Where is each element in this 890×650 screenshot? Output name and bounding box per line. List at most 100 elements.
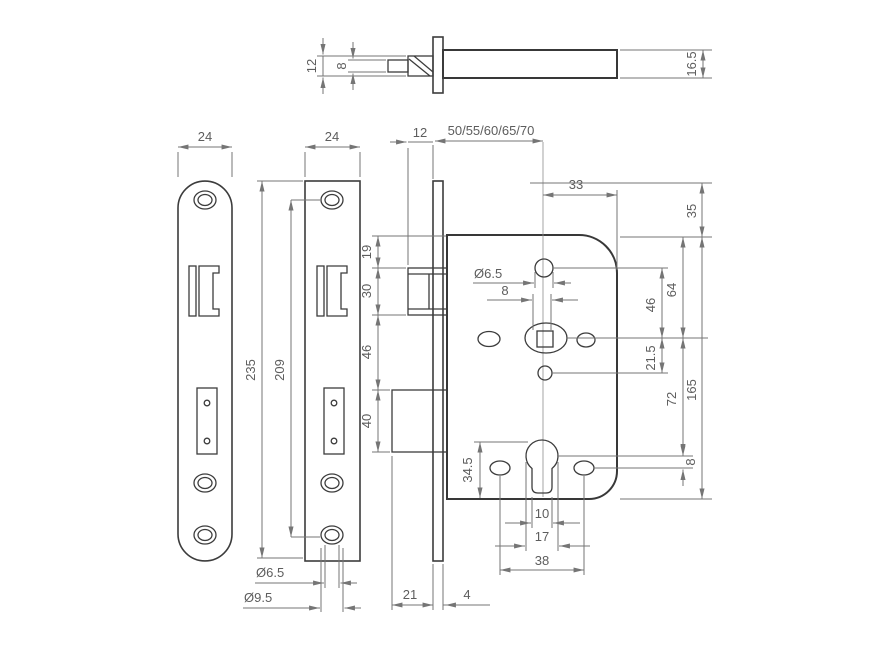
deadbolt-cutout [196,387,218,455]
dim-case-height: 165 [620,237,712,500]
latch-bolt-front [407,267,448,316]
spindle-square-hole [536,330,554,348]
latch-side-view: 12 8 16.5 [304,36,712,94]
svg-text:Ø9.5: Ø9.5 [244,590,272,605]
top-fixing-hole [534,258,554,278]
dim-countersink-dia: Ø9.5 [243,548,361,612]
dim-backset: 50/55/60/65/70 [435,123,543,144]
euro-cylinder-hole [525,439,559,494]
dim-side-hole-spacing: 38 [499,476,585,575]
cylinder-screw-hole-left [489,460,511,476]
spindle-follower [524,322,568,354]
lock-dimensions: 12 50/55/60/65/70 33 35 165 [359,123,712,610]
side-hole-right [576,332,596,348]
lower-fixing-hole [537,365,553,381]
svg-text:8: 8 [683,458,698,465]
dim-faceplate-top-offset: 35 [530,182,712,238]
svg-text:38: 38 [535,553,549,568]
svg-text:24: 24 [198,129,212,144]
latch-bevel-line [408,58,431,77]
dim-spindle-to-case-edge: 33 [543,177,618,270]
svg-text:21.5: 21.5 [643,345,658,370]
dim-latch-total-height: 12 [304,38,406,94]
lock-body-view [391,142,618,562]
cylinder-screw-hole-right [573,460,595,476]
dim-faceplate-width: 24 [304,129,361,177]
svg-text:19: 19 [359,245,374,259]
dim-strike-plate-width: 24 [177,129,233,177]
screw-hole [320,525,344,545]
dim-case-top-to-spindle: 64 [664,237,686,338]
svg-text:72: 72 [664,392,679,406]
dim-spindle-square: 8 [487,283,578,330]
svg-text:35: 35 [684,204,699,218]
svg-text:16.5: 16.5 [684,51,699,76]
svg-text:4: 4 [463,587,470,602]
latch-cutout [188,265,220,317]
dim-cylinder-to-side-hole: 8 [680,438,698,486]
svg-text:46: 46 [643,298,658,312]
screw-hole [320,473,344,493]
latch-head-flat [387,59,409,73]
svg-text:34.5: 34.5 [460,457,475,482]
latch-body-side [407,55,434,77]
dim-cylinder-dia: 17 [495,462,590,551]
svg-text:Ø6.5: Ø6.5 [256,565,284,580]
screw-hole-inner [197,193,213,207]
svg-text:17: 17 [535,529,549,544]
svg-text:30: 30 [359,284,374,298]
dim-spindle-to-cylinder: 72 [664,338,686,456]
faceplate-side [432,36,444,94]
side-hole-left [477,330,501,348]
svg-text:12: 12 [304,59,319,73]
lock-case-side [442,49,618,79]
screw-hole-inner [324,476,340,490]
svg-text:12: 12 [413,125,427,140]
dim-hole-to-spindle: 46 [643,268,665,338]
svg-text:40: 40 [359,414,374,428]
dim-left-chain: 19 30 46 40 [359,235,446,453]
dim-latch-protrusion: 12 [390,125,434,265]
svg-text:235: 235 [243,359,258,381]
svg-text:8: 8 [501,283,508,298]
svg-text:64: 64 [664,283,679,297]
dim-leader-lines [552,267,708,469]
latch-cutout [316,265,348,317]
deadbolt-cutout [323,387,345,455]
screw-hole [193,525,217,545]
screw-hole [320,190,344,210]
faceplate-front [432,180,444,562]
strike-plate-outline [177,180,233,562]
dim-cylinder-profile-height: 34.5 [460,441,528,498]
svg-text:Ø6.5: Ø6.5 [474,266,502,281]
screw-hole-inner [324,528,340,542]
dim-screw-hole-dia: Ø6.5 [255,545,357,588]
latch-bevel-line-2 [413,55,434,73]
svg-text:21: 21 [403,587,417,602]
svg-text:24: 24 [325,129,339,144]
dim-spindle-to-lower-hole: 21.5 [643,338,665,373]
screw-hole-inner [197,476,213,490]
lock-case-outline [446,234,618,500]
screw-hole-inner [324,193,340,207]
dim-deadbolt-throw: 21 [391,456,444,610]
dim-faceplate-length: 235 [243,180,303,559]
screw-hole [193,473,217,493]
dim-faceplate-thickness: 4 [443,587,490,608]
dim-cylinder-slot-width: 10 [505,497,580,528]
svg-text:46: 46 [359,345,374,359]
dim-screw-hole-spacing: 209 [272,199,320,538]
svg-text:165: 165 [684,379,699,401]
faceplate-view: 24 235 209 Ø6.5 Ø9.5 [243,129,361,612]
svg-text:33: 33 [569,177,583,192]
svg-text:8: 8 [334,62,349,69]
svg-text:10: 10 [535,506,549,521]
dim-case-thickness: 16.5 [620,49,712,79]
deadbolt-front [391,389,448,453]
screw-hole [193,190,217,210]
dim-top-hole-dia: Ø6.5 [473,266,571,288]
svg-text:209: 209 [272,359,287,381]
svg-text:50/55/60/65/70: 50/55/60/65/70 [448,123,535,138]
